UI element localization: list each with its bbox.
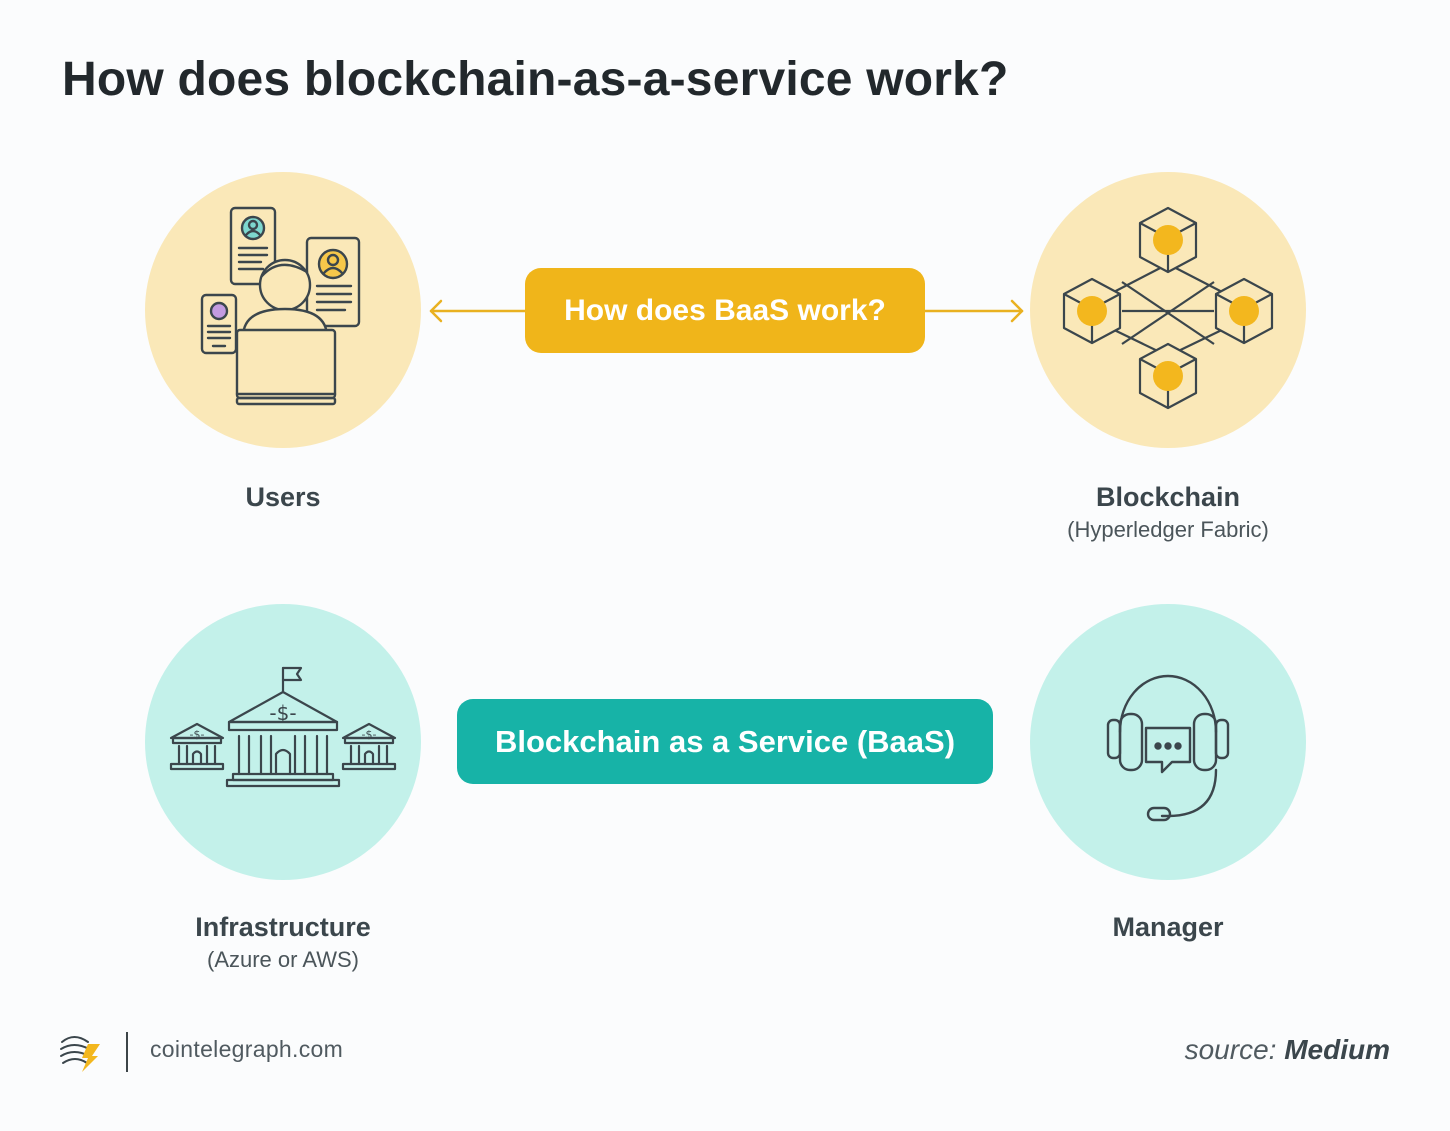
blockchain-subtitle: (Hyperledger Fabric) — [1067, 517, 1269, 542]
users-title: Users — [245, 482, 321, 512]
source-credit: source: Medium — [1185, 1034, 1390, 1066]
manager-label: Manager — [988, 912, 1348, 943]
footer-divider — [126, 1032, 128, 1072]
baas-service-pill: Blockchain as a Service (BaaS) — [457, 699, 993, 784]
manager-circle — [1030, 604, 1306, 880]
blockchain-title: Blockchain — [1095, 482, 1241, 512]
page-title: How does blockchain-as-a-service work? — [62, 53, 1009, 106]
users-label: Users — [103, 482, 463, 513]
support-headset-icon — [1106, 674, 1230, 822]
baas-question-pill: How does BaaS work? — [525, 268, 925, 353]
cointelegraph-logo-icon — [60, 1036, 100, 1072]
users-circle — [145, 172, 421, 448]
infrastructure-subtitle: (Azure or AWS) — [207, 947, 359, 972]
source-name: Medium — [1284, 1034, 1390, 1065]
bank-buildings-icon: -$- -$- -$- — [169, 666, 397, 788]
source-prefix: source: — [1184, 1034, 1277, 1065]
users-devices-icon — [200, 206, 361, 406]
blockchain-label: Blockchain (Hyperledger Fabric) — [988, 482, 1348, 543]
manager-title: Manager — [1112, 912, 1224, 942]
footer-site-link[interactable]: cointelegraph.com — [150, 1036, 344, 1062]
blockchain-network-icon — [1062, 206, 1274, 410]
infrastructure-title: Infrastructure — [195, 912, 371, 942]
infrastructure-circle: -$- -$- -$- — [145, 604, 421, 880]
blockchain-circle — [1030, 172, 1306, 448]
infrastructure-label: Infrastructure (Azure or AWS) — [103, 912, 463, 973]
